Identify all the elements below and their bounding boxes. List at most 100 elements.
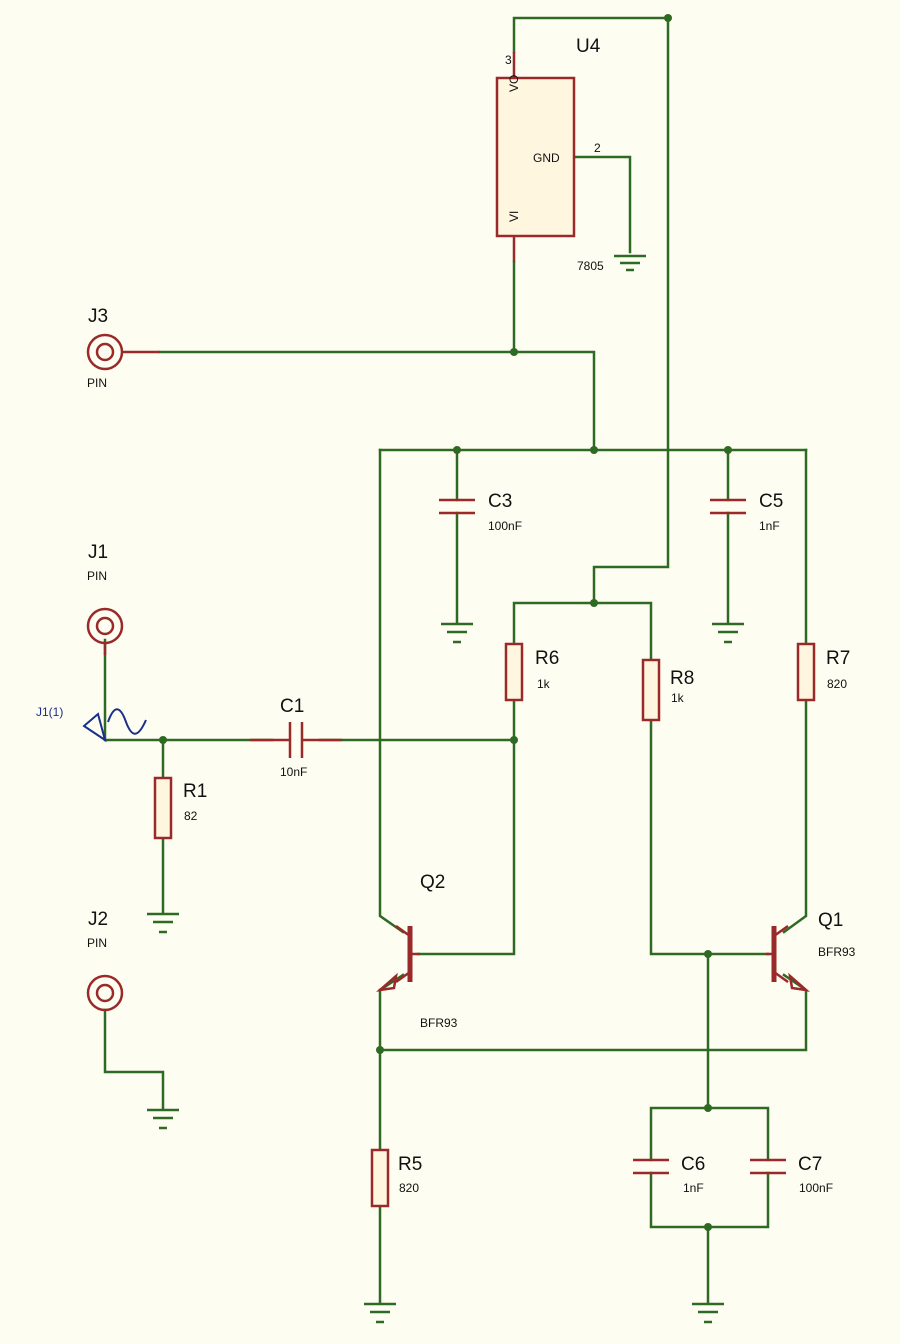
wire-c6c7-top (649, 1106, 770, 1162)
q1-ref: Q1 (818, 910, 843, 931)
wire-vo-top (512, 16, 670, 605)
connector-j1: J1 PIN (86, 542, 124, 655)
ground-icon (441, 622, 473, 644)
wire-c6c7-bottom (649, 1171, 770, 1229)
connector-outer (86, 607, 124, 645)
wire-r6-r8-node (512, 601, 653, 662)
connector-inner (95, 342, 115, 362)
c7-value: 100nF (799, 1181, 833, 1195)
pin-gnd-label: GND (533, 151, 560, 165)
wire-j2 (103, 1008, 165, 1110)
q2-value: BFR93 (420, 1016, 458, 1030)
j2-value: PIN (87, 936, 107, 950)
regulator-body (495, 76, 576, 238)
capacitor-c1: C1 10nF (250, 696, 342, 779)
r1-ref: R1 (183, 781, 207, 802)
resistor-r8: R8 1k (641, 658, 694, 722)
sine-wave-icon (107, 708, 147, 735)
q2-ref: Q2 (420, 872, 445, 893)
wire-j3 (158, 350, 596, 452)
wire-gnd-pin (572, 155, 632, 254)
resistor-r6: R6 1k (504, 642, 559, 702)
j3-ref: J3 (88, 306, 108, 327)
resistor-r1: R1 82 (153, 776, 207, 840)
emitter-arrow-icon (376, 972, 398, 992)
c7-ref: C7 (798, 1154, 822, 1175)
resistor-body (153, 776, 173, 840)
resistor-body (641, 658, 661, 722)
pin-2-number: 2 (594, 141, 601, 155)
wire-q2-collector (378, 448, 405, 934)
capacitor-c5: C5 1nF (710, 491, 783, 533)
emitter-arrow-icon (788, 972, 810, 992)
resistor-body (370, 1148, 390, 1208)
connector-inner (95, 983, 115, 1003)
junction (159, 736, 167, 744)
connector-j3: J3 PIN (86, 306, 160, 390)
r5-ref: R5 (398, 1154, 422, 1175)
j2-ref: J2 (88, 909, 108, 930)
connector-inner (95, 616, 115, 636)
transistor-collector (773, 924, 789, 938)
junction (724, 446, 732, 454)
ground-icon (147, 912, 179, 934)
signal-probe: J1(1) (36, 705, 147, 743)
r7-value: 820 (827, 677, 847, 691)
transistor-collector (395, 924, 411, 938)
probe-arrow-icon (82, 712, 107, 743)
r1-value: 82 (184, 809, 198, 823)
wire-emitters (378, 973, 808, 1052)
c3-ref: C3 (488, 491, 512, 512)
ground-icon (712, 622, 744, 644)
junction (704, 950, 712, 958)
u4-value: 7805 (577, 259, 604, 273)
pin-vi-label: VI (507, 211, 521, 222)
connector-j2: J2 PIN (86, 909, 124, 1012)
resistor-r5: R5 820 (370, 1148, 422, 1208)
r7-ref: R7 (826, 648, 850, 669)
ground-icon (614, 254, 646, 272)
junction (453, 446, 461, 454)
resistor-body (504, 642, 524, 702)
transistor-emitter (395, 970, 411, 984)
junction (590, 446, 598, 454)
j1-value: PIN (87, 569, 107, 583)
r8-value: 1k (671, 691, 685, 705)
capacitor-c3: C3 100nF (439, 491, 522, 533)
regulator-u4: 3 2 VO VI GND U4 7805 (495, 36, 604, 273)
transistor-q1: Q1 BFR93 (766, 910, 856, 992)
j1-ref: J1 (88, 542, 108, 563)
connector-outer (86, 974, 124, 1012)
probe-label: J1(1) (36, 705, 63, 719)
transistor-emitter (773, 970, 789, 984)
capacitor-c6: C6 1nF (633, 1154, 705, 1195)
c5-ref: C5 (759, 491, 783, 512)
r8-ref: R8 (670, 668, 694, 689)
c5-value: 1nF (759, 519, 780, 533)
junction (376, 1046, 384, 1054)
c6-ref: C6 (681, 1154, 705, 1175)
wire-r6-q2-base (416, 698, 516, 956)
q1-value: BFR93 (818, 945, 856, 959)
r6-ref: R6 (535, 648, 559, 669)
c1-ref: C1 (280, 696, 304, 717)
u4-ref: U4 (576, 36, 601, 57)
wire-r8-q1-base (649, 718, 770, 956)
pin-vo-label: VO (507, 75, 521, 92)
transistor-q2: Q2 BFR93 (376, 872, 458, 1030)
wire-input (103, 638, 274, 742)
resistor-r7: R7 820 (796, 642, 850, 702)
ground-icon (692, 1302, 724, 1324)
ground-icon (364, 1302, 396, 1324)
junction (590, 599, 598, 607)
junction (704, 1104, 712, 1112)
wires (103, 16, 808, 1304)
junction (664, 14, 672, 22)
junction (704, 1223, 712, 1231)
r6-value: 1k (537, 677, 551, 691)
c6-value: 1nF (683, 1181, 704, 1195)
junction (510, 736, 518, 744)
wire-r7-bottom (782, 698, 808, 934)
junction (510, 348, 518, 356)
